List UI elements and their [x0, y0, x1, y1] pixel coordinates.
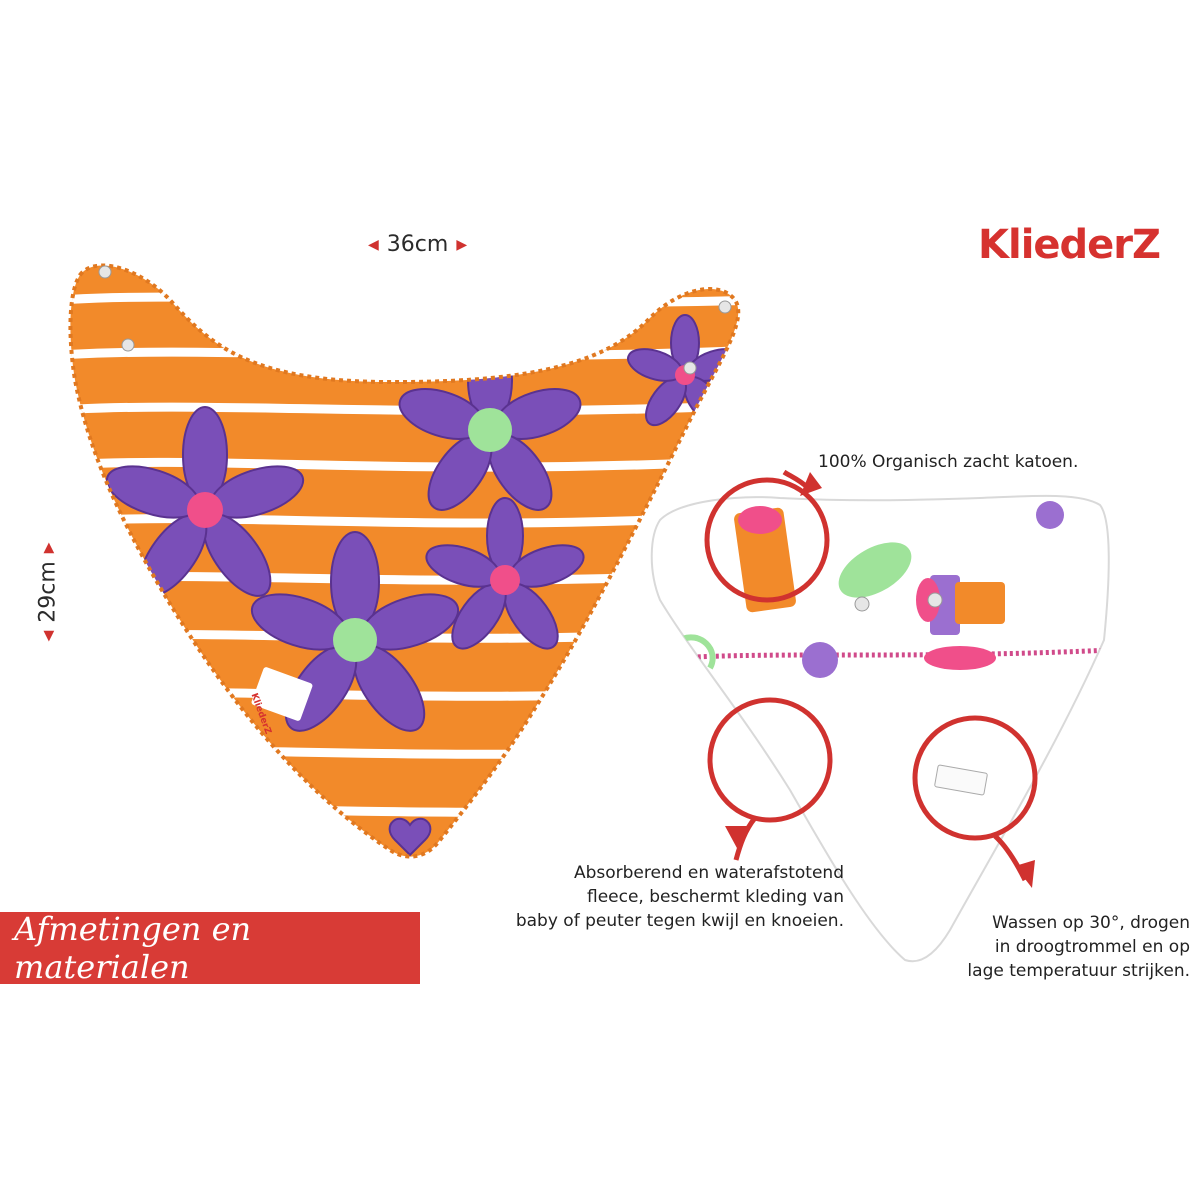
caption-line: Wassen op 30°, drogen	[992, 913, 1190, 933]
snap-button-icon	[683, 361, 697, 375]
white-bib	[650, 494, 1110, 963]
banner-title: Afmetingen en materialen	[14, 910, 252, 986]
snap-button-icon	[718, 300, 732, 314]
snap-button-icon	[121, 338, 135, 352]
caption-line: Absorberend en waterafstotend	[573, 863, 844, 883]
caption-line: baby of peuter tegen kwijl en knoeien.	[515, 911, 844, 931]
height-label: 29cm	[35, 561, 61, 623]
callout-circle-fleece	[707, 697, 833, 823]
section-banner: Afmetingen en materialen	[0, 910, 420, 986]
callout-circle-cotton	[704, 477, 830, 603]
callout-arrowheads	[725, 472, 1035, 888]
caption-fleece: Absorberend en waterafstotend fleece, be…	[504, 861, 844, 933]
caption-wash: Wassen op 30°, drogen in droogtrommel en…	[940, 911, 1190, 983]
snap-button-icon	[854, 596, 870, 612]
caption-cotton: 100% Organisch zacht katoen.	[818, 452, 1079, 472]
brand-tag	[251, 667, 313, 721]
arrow-left-icon: ◀	[368, 236, 379, 253]
arrow-up-icon: ▶	[40, 542, 56, 554]
width-label: 36cm	[386, 232, 449, 257]
width-dimension: ◀ 36cm ▶	[368, 232, 467, 257]
arrow-down-icon: ◀	[40, 630, 56, 642]
arrow-right-icon: ▶	[456, 236, 468, 253]
caption-line: fleece, beschermt kleding van	[586, 887, 844, 907]
snap-button-icon	[98, 265, 112, 279]
caption-line: lage temperatuur strijken.	[967, 961, 1190, 981]
snap-button-icon	[927, 592, 943, 608]
callout-circle-label	[912, 715, 1038, 841]
caption-line: in droogtrommel en op	[994, 937, 1190, 957]
brand-logo: KliederZ	[978, 222, 1161, 268]
care-label	[934, 764, 988, 796]
